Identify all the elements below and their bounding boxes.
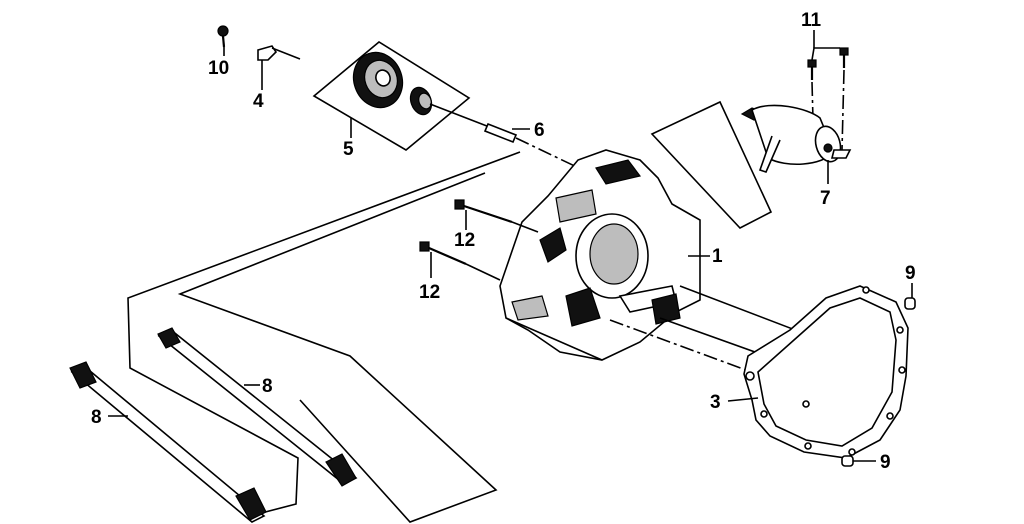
bolt-10-icon — [217, 25, 229, 48]
callout-9-lower: 9 — [880, 452, 891, 473]
callout-12-lower: 12 — [419, 282, 440, 303]
callout-10: 10 — [208, 58, 229, 79]
pin-6-icon — [483, 122, 518, 144]
callout-8-lower: 8 — [91, 407, 102, 428]
bolt-12-lower-axis — [465, 263, 501, 281]
small-gear-icon — [409, 86, 493, 129]
stud-group-frame-outer — [127, 151, 521, 517]
callout-12-upper: 12 — [454, 230, 475, 251]
bolt-12-upper-axis — [511, 221, 539, 233]
stud-group-frame-inner — [177, 172, 498, 523]
bolt-11-axis-right — [841, 69, 845, 151]
clip-4-icon — [257, 45, 301, 70]
gear-set-group-frame — [312, 41, 471, 151]
bolt-11-right-icon — [839, 47, 849, 68]
starter-motor-group-frame — [650, 100, 773, 229]
crankcase-icon — [499, 149, 701, 361]
callout-11: 11 — [801, 10, 822, 31]
leader-3 — [727, 397, 759, 402]
callout-7: 7 — [820, 188, 831, 209]
stud-8-upper-icon — [157, 327, 358, 487]
callout-8-upper: 8 — [262, 376, 273, 397]
leader-11 — [811, 47, 840, 61]
callout-5: 5 — [343, 139, 354, 160]
starter-motor-icon — [740, 104, 852, 173]
callout-1: 1 — [712, 246, 723, 267]
bolt-12-lower-icon — [419, 241, 467, 266]
callout-6: 6 — [534, 120, 545, 141]
dowel-pin-lower-icon — [841, 455, 854, 467]
pin-axis-line — [515, 137, 584, 171]
crankcase-guide-c — [609, 319, 747, 371]
bolt-11-left-icon — [807, 59, 817, 80]
callout-9-upper: 9 — [905, 263, 916, 284]
bolt-12-upper-icon — [454, 199, 513, 224]
dowel-pin-upper-icon — [904, 297, 916, 310]
stud-8-lower-icon — [69, 361, 267, 523]
callout-4: 4 — [253, 91, 264, 112]
gasket-icon — [743, 285, 909, 459]
large-gear-icon — [352, 51, 404, 109]
callout-3: 3 — [710, 392, 721, 413]
